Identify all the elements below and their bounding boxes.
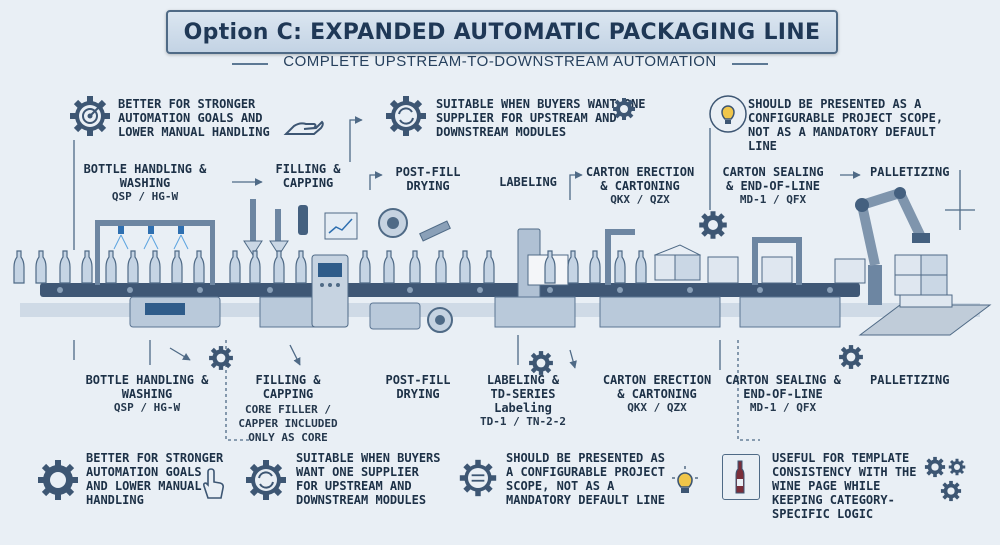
top-stage-cartoning-model: QKX / QZX <box>610 193 670 206</box>
dryer-machine <box>369 208 453 333</box>
gear-icon <box>948 458 966 476</box>
bottom-stage-palletizing: PALLETIZING <box>870 373 950 387</box>
pointer-hand-icon <box>202 468 224 499</box>
top-stage-sealing-model: MD-1 / QFX <box>739 193 807 206</box>
hand-icon <box>283 120 324 135</box>
bottom-note-template: USEFUL FOR TEMPLATE CONSISTENCY WITH THE… <box>772 451 917 521</box>
wine-page-frame <box>722 454 760 500</box>
gear-icon <box>209 346 233 370</box>
gear-icon <box>940 480 962 502</box>
gear-hand-icon <box>38 460 78 500</box>
conveyor-belt <box>40 283 860 297</box>
bottom-stage-labeling-series: TD-SERIES Labeling <box>490 387 556 415</box>
subtitle-rule-right <box>732 63 768 65</box>
sealing-machine <box>707 237 866 328</box>
bottom-stage-drying: POST-FILL DRYING <box>385 373 451 401</box>
gear-icon <box>699 211 727 239</box>
target-gear-icon <box>70 96 110 136</box>
title-banner: Option C: EXPANDED AUTOMATIC PACKAGING L… <box>166 10 838 54</box>
settings-gear-icon <box>459 459 497 497</box>
gear-icon <box>839 345 863 369</box>
small-gear-icon <box>613 98 635 120</box>
labeling-machine <box>494 228 576 328</box>
subtitle: COMPLETE UPSTREAM-TO-DOWNSTREAM AUTOMATI… <box>283 53 717 70</box>
page-title: Option C: EXPANDED AUTOMATIC PACKAGING L… <box>183 19 821 45</box>
bottom-stage-filling-extra: Core Filler / Capper included only as co… <box>238 403 338 444</box>
top-stage-drying: POST-FILL DRYING <box>395 165 461 193</box>
top-stage-palletizing: PALLETIZING <box>870 165 950 179</box>
wine-bottle-icon <box>735 460 745 494</box>
lightbulb-icon <box>672 466 698 493</box>
gear-icon <box>529 351 553 375</box>
bottom-stage-washing-model: QSP / HG-W <box>113 401 181 414</box>
top-note-scope: SHOULD BE PRESENTED AS A CONFIGURABLE PR… <box>748 97 944 153</box>
top-stage-labeling: LABELING <box>499 175 557 189</box>
gear-icon <box>924 456 946 478</box>
subtitle-rule-left <box>232 63 268 65</box>
bottom-stage-sealing-model: MD-1 / QFX <box>749 401 817 414</box>
bottom-note-scope: SHOULD BE PRESENTED AS A CONFIGURABLE PR… <box>506 451 665 507</box>
top-note-supplier: SUITABLE WHEN BUYERS WANT ONE SUPPLIER F… <box>436 97 646 139</box>
lightbulb-icon <box>709 95 747 133</box>
top-stage-washing-model: QSP / HG-W <box>111 190 179 203</box>
bottom-note-automation: BETTER FOR STRONGER AUTOMATION GOALS AND… <box>86 451 224 507</box>
washing-machine <box>95 220 221 328</box>
filler-machine <box>243 199 358 328</box>
bottom-note-supplier: SUITABLE WHEN BUYERS WANT ONE SUPPLIER F… <box>296 451 441 507</box>
palletizer-robot <box>855 187 992 336</box>
bottom-stage-filling: FILLING & CAPPINGCore Filler / Capper in… <box>228 373 348 445</box>
bottom-stage-labeling-model: TD-1 / TN-2-2 <box>479 415 567 428</box>
bottles <box>13 250 647 284</box>
top-note-automation: BETTER FOR STRONGER AUTOMATION GOALS AND… <box>118 97 270 139</box>
top-stage-filling: FILLING & CAPPING <box>275 162 341 190</box>
packaging-line-illustration <box>13 187 992 336</box>
bottom-stage-cartoning-model: QKX / QZX <box>627 401 687 414</box>
cycle-gear-icon <box>246 460 286 500</box>
cycle-gear-icon <box>386 96 426 136</box>
cartoning-machine <box>599 229 721 328</box>
